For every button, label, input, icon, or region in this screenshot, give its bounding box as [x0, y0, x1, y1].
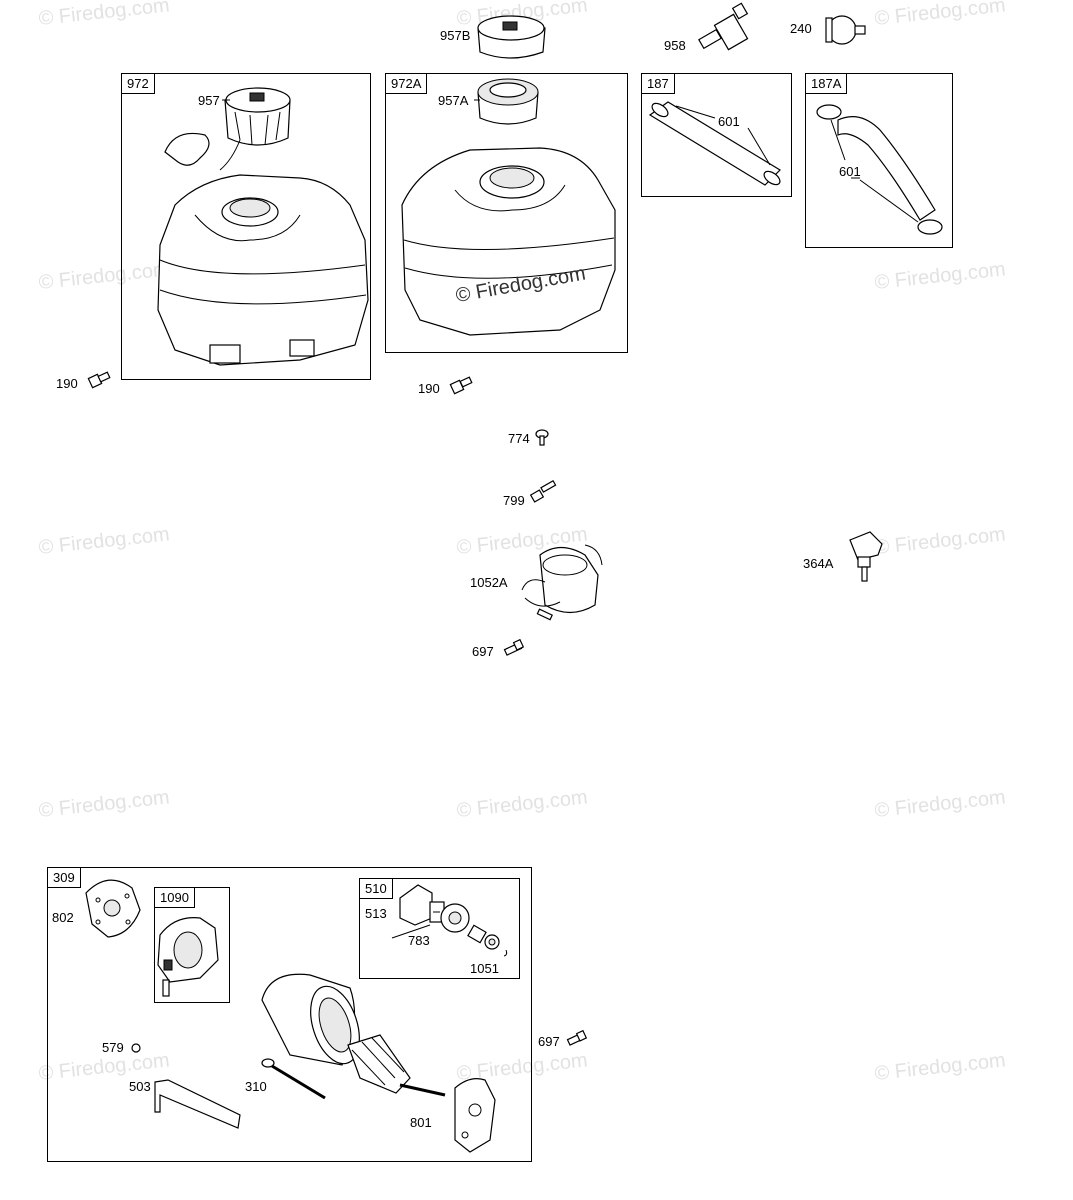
label-240: 240: [790, 21, 812, 36]
bolt-190: [87, 371, 111, 389]
solenoid-1052A: [521, 544, 603, 621]
label-958: 958: [664, 38, 686, 53]
label-774: 774: [508, 431, 530, 446]
box-972A-tag: 972A: [386, 74, 428, 94]
fuel-valve-958: [698, 2, 749, 51]
fuel-cap-957B: [477, 15, 546, 59]
label-957B: 957B: [440, 28, 471, 43]
box-309: 309: [47, 867, 532, 1162]
label-802: 802: [52, 910, 74, 925]
box-1090-tag: 1090: [155, 888, 195, 908]
sensor-364A: [849, 531, 883, 582]
label-601-b: 601: [839, 164, 861, 179]
box-187: 187: [641, 73, 792, 197]
bolt-697b: [566, 1029, 588, 1046]
fuel-hose-187A: [816, 104, 943, 235]
through-bolt-310: [261, 1058, 326, 1100]
fuel-hose-187: [648, 101, 781, 186]
starter-drive-510: [399, 884, 508, 957]
fuel-tank-972A: [401, 147, 616, 336]
label-310: 310: [245, 1079, 267, 1094]
label-579: 579: [102, 1040, 124, 1055]
label-799: 799: [503, 493, 525, 508]
box-187-tag: 187: [642, 74, 675, 94]
label-190-b: 190: [418, 381, 440, 396]
label-364A: 364A: [803, 556, 834, 571]
fuel-cap-957A: [477, 78, 539, 125]
brush-holder-1090: [157, 917, 219, 997]
starter-housing: [261, 973, 360, 1066]
bracket-503: [154, 1079, 241, 1129]
label-783: 783: [408, 933, 430, 948]
label-697-b: 697: [538, 1034, 560, 1049]
screw-774: [535, 429, 549, 446]
box-510-tag: 510: [360, 879, 393, 899]
label-601-a: 601: [718, 114, 740, 129]
box-1090: 1090: [154, 887, 230, 1003]
label-503: 503: [129, 1079, 151, 1094]
box-510: 510: [359, 878, 520, 979]
label-513: 513: [365, 906, 387, 921]
fuel-filter-240: [825, 15, 866, 45]
stud-799: [529, 479, 557, 503]
gasket-802: [85, 879, 141, 938]
leader-lines: [222, 99, 860, 939]
label-801: 801: [410, 1115, 432, 1130]
fuel-cap-957: [164, 87, 291, 171]
fuel-tank-972: [157, 174, 369, 366]
label-1052A: 1052A: [470, 575, 508, 590]
label-190-a: 190: [56, 376, 78, 391]
label-957: 957: [198, 93, 220, 108]
armature: [347, 1034, 446, 1097]
box-309-tag: 309: [48, 868, 81, 888]
label-957A: 957A: [438, 93, 469, 108]
label-697-a: 697: [472, 644, 494, 659]
nut-579: [131, 1043, 141, 1053]
end-cap-801: [454, 1078, 496, 1153]
box-187A-tag: 187A: [806, 74, 848, 94]
box-972A: 972A: [385, 73, 628, 353]
bolt-697: [503, 638, 525, 656]
box-187A: 187A: [805, 73, 953, 248]
bolt-190b: [449, 376, 473, 395]
box-972-tag: 972: [122, 74, 155, 94]
box-972: 972: [121, 73, 371, 380]
label-1051: 1051: [470, 961, 499, 976]
